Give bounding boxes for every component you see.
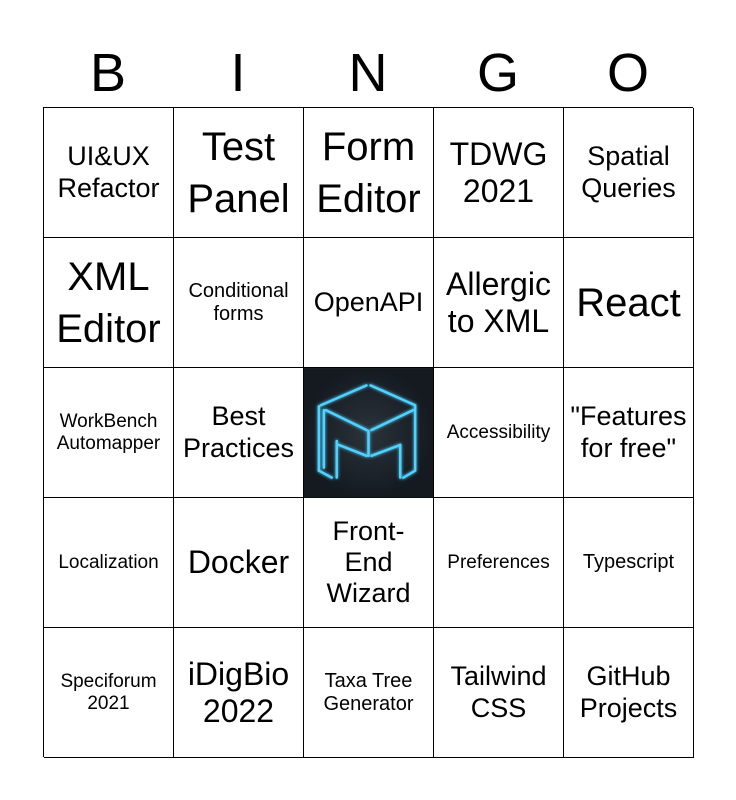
bingo-cell[interactable]: iDigBio 2022 (174, 628, 304, 758)
free-space[interactable] (304, 368, 434, 498)
bingo-cell[interactable]: React (564, 238, 694, 368)
bingo-cell[interactable]: OpenAPI (304, 238, 434, 368)
bingo-cell[interactable]: Allergic to XML (434, 238, 564, 368)
bingo-cell[interactable]: WorkBench Automapper (44, 368, 174, 498)
bingo-cell[interactable]: Taxa Tree Generator (304, 628, 434, 758)
bingo-cell[interactable]: Tailwind CSS (434, 628, 564, 758)
bingo-cell[interactable]: Preferences (434, 498, 564, 628)
header-letter: O (606, 43, 649, 103)
bingo-cell[interactable]: Conditional forms (174, 238, 304, 368)
bingo-cell[interactable]: Localization (44, 498, 174, 628)
bingo-cell[interactable]: Test Panel (174, 108, 304, 238)
header-letter: B (89, 43, 127, 103)
specify-logo-icon (304, 368, 433, 497)
bingo-cell[interactable]: Spatial Queries (564, 108, 694, 238)
bingo-cell[interactable]: Front- End Wizard (304, 498, 434, 628)
bingo-cell[interactable]: GitHub Projects (564, 628, 694, 758)
bingo-cell[interactable]: XML Editor (44, 238, 174, 368)
bingo-cell[interactable]: Best Practices (174, 368, 304, 498)
header-letter: G (476, 43, 519, 103)
bingo-cell[interactable]: Speciforum 2021 (44, 628, 174, 758)
bingo-cell[interactable]: TDWG 2021 (434, 108, 564, 238)
bingo-cell[interactable]: Form Editor (304, 108, 434, 238)
bingo-cell[interactable]: UI&UX Refactor (44, 108, 174, 238)
bingo-cell[interactable]: Typescript (564, 498, 694, 628)
bingo-cell[interactable]: Docker (174, 498, 304, 628)
bingo-cell[interactable]: Accessibility (434, 368, 564, 498)
header-letter: N (348, 43, 388, 103)
bingo-cell[interactable]: "Features for free" (564, 368, 694, 498)
header-letter: I (230, 43, 246, 103)
